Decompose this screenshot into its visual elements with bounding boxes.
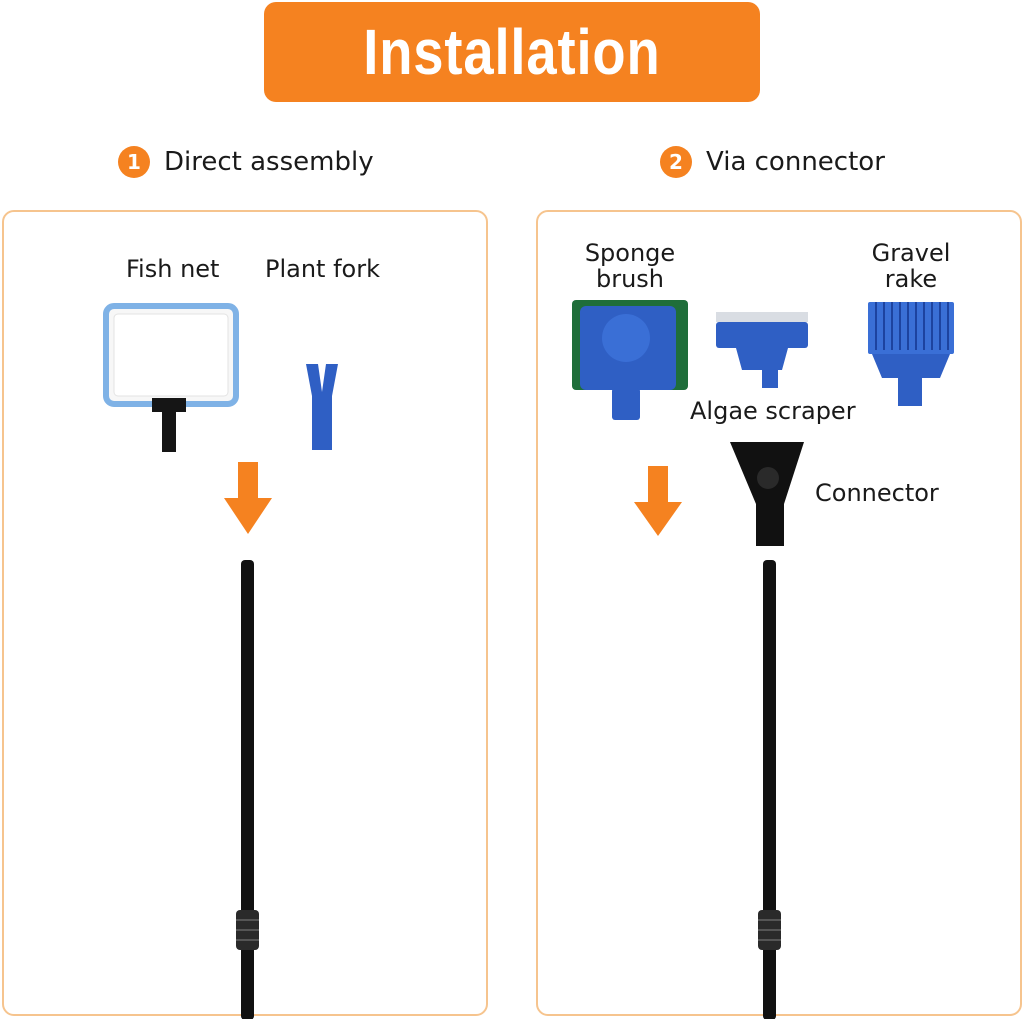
step-label: Direct assembly [164,147,374,177]
step-direct-assembly: 1 Direct assembly [118,142,374,182]
arrow-down-icon [224,462,272,534]
step-label: Via connector [706,147,885,177]
connector-icon [730,442,804,546]
gravel-rake-icon [868,302,954,406]
label-connector: Connector [815,479,939,507]
algae-scraper-icon [716,312,808,388]
label-gravel-rake: Gravel rake [871,239,951,293]
step-via-connector: 2 Via connector [660,142,885,182]
pole-icon [758,560,781,1019]
fish-net-icon [103,303,239,452]
step-number-badge: 2 [660,146,692,178]
page-title: Installation [363,16,661,88]
step-number-badge: 1 [118,146,150,178]
plant-fork-icon [306,364,338,450]
pole-icon [236,560,259,1019]
arrow-down-icon [634,466,682,536]
panel-via-connector [536,210,1022,1016]
label-sponge-brush: Sponge brush [584,239,676,293]
label-fish-net: Fish net [126,255,220,283]
sponge-brush-icon [572,300,688,420]
label-algae-scraper: Algae scraper [690,397,856,425]
title-banner: Installation [264,2,760,102]
label-plant-fork: Plant fork [265,255,380,283]
